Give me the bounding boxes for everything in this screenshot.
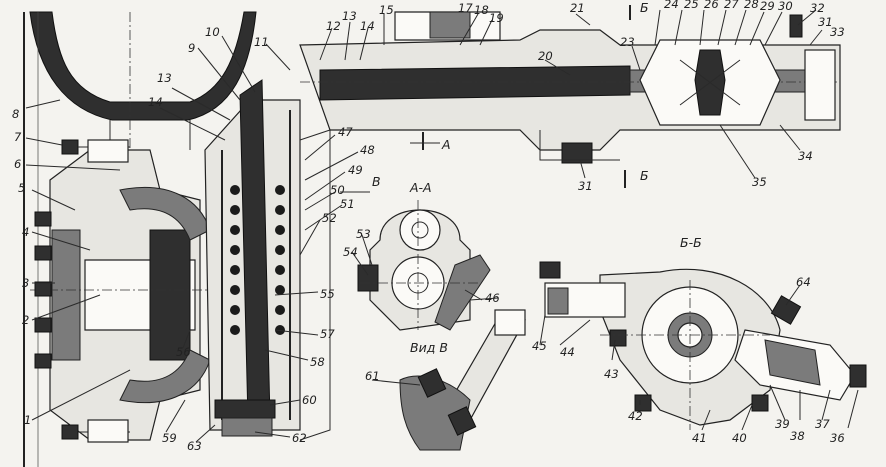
callout: 31 [818, 15, 833, 29]
callout: 44 [560, 345, 575, 359]
callout: 19 [489, 11, 504, 25]
callout: 25 [684, 0, 699, 11]
callout: 8 [12, 107, 19, 121]
axle-housing [299, 11, 841, 164]
callout: 62 [292, 431, 307, 445]
wheel-hub [30, 139, 220, 443]
callout: 13 [342, 9, 357, 23]
section-b-b: Б-Б [539, 235, 867, 430]
callout: 29 [760, 0, 775, 13]
callout-numbers: 1 2 3 4 5 6 7 8 9 10 11 12 13 13 14 14 1… [12, 0, 845, 453]
view-v: Вид В [399, 309, 526, 451]
callout: 59 [162, 431, 177, 445]
callout: 37 [815, 417, 830, 431]
callout: 48 [360, 143, 375, 157]
callout: 23 [620, 35, 635, 49]
callout: 15 [379, 3, 394, 17]
callout: 41 [692, 431, 707, 445]
callout: 39 [775, 417, 790, 431]
callout: 56 [176, 345, 191, 359]
callout: 54 [343, 245, 358, 259]
callout: 60 [302, 393, 317, 407]
callout: 10 [205, 25, 220, 39]
callout: 24 [664, 0, 679, 11]
callout: 53 [356, 227, 371, 241]
callout: 51 [340, 197, 355, 211]
callout: 6 [14, 157, 21, 171]
view-arrow-v: В [372, 174, 381, 189]
callout: 47 [338, 125, 353, 139]
section-a-a: А-А [357, 180, 491, 331]
callout: 26 [704, 0, 719, 11]
section-markers: А Б Б В [340, 0, 649, 193]
callout: 31 [578, 179, 593, 193]
callout: 36 [830, 431, 845, 445]
callout: 35 [752, 175, 767, 189]
callout: 1 [24, 413, 31, 427]
callout: 46 [485, 291, 500, 305]
callout: 40 [732, 431, 747, 445]
callout: 3 [22, 276, 29, 290]
section-arrow-b-bottom: Б [640, 168, 649, 183]
callout: 50 [330, 183, 345, 197]
callout: 28 [744, 0, 759, 11]
leader-lines [25, 9, 859, 443]
callout: 21 [570, 1, 585, 15]
callout: 45 [532, 339, 547, 353]
callout: 30 [778, 0, 793, 13]
callout: 11 [254, 35, 269, 49]
section-arrow-b-top: Б [640, 0, 649, 15]
callout: 18 [474, 3, 489, 17]
callout: 27 [724, 0, 739, 11]
callout: 38 [790, 429, 805, 443]
callout: 5 [18, 181, 25, 195]
callout: 42 [628, 409, 643, 423]
callout: 43 [604, 367, 619, 381]
callout: 32 [810, 1, 825, 15]
callout: 33 [830, 25, 845, 39]
callout: 13 [157, 71, 172, 85]
wheel-tire [23, 11, 257, 467]
callout: 12 [326, 19, 341, 33]
callout: 57 [320, 327, 335, 341]
callout: 7 [14, 130, 22, 144]
callout: 49 [348, 163, 363, 177]
callout: 9 [188, 41, 195, 55]
callout: 14 [360, 19, 375, 33]
section-title-b-b: Б-Б [680, 235, 702, 250]
callout: 55 [320, 287, 335, 301]
section-title-a-a: А-А [409, 180, 432, 195]
vertical-shaft-column [204, 79, 331, 441]
callout: 63 [187, 439, 202, 453]
callout: 2 [22, 313, 29, 327]
callout: 61 [365, 369, 380, 383]
callout: 34 [798, 149, 813, 163]
callout: 4 [22, 225, 29, 239]
callout: 52 [322, 211, 337, 225]
view-title-v: Вид В [410, 340, 448, 355]
callout: 58 [310, 355, 325, 369]
section-arrow-a: А [441, 137, 451, 152]
callout: 17 [458, 1, 473, 15]
callout: 64 [796, 275, 811, 289]
callout: 20 [538, 49, 553, 63]
callout: 14 [148, 95, 163, 109]
